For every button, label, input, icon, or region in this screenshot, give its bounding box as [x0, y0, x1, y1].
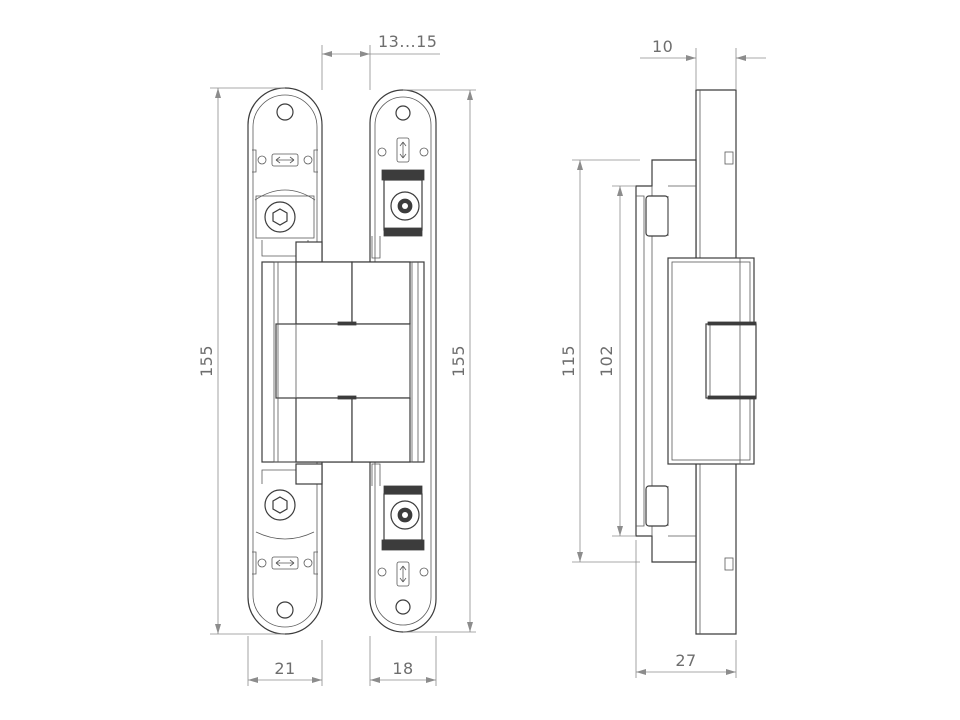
dim-gap-label: 13...15 [378, 32, 437, 51]
adjust-slot-icon [377, 137, 429, 163]
mounting-hole-icon [276, 103, 294, 121]
mounting-hole-icon [276, 601, 294, 619]
dim-height-left-label: 155 [197, 345, 216, 377]
dim-width-left-label: 21 [274, 659, 295, 678]
adjust-slot-icon [377, 561, 429, 587]
dimension-lines [210, 45, 766, 686]
dim-height-right-label: 155 [449, 345, 468, 377]
dim-width-right-label: 18 [392, 659, 413, 678]
mounting-hole-icon [395, 599, 411, 615]
left-hinge-plate [247, 87, 323, 635]
right-hinge-plate [369, 89, 437, 633]
hinge-side-view [635, 89, 757, 635]
dim-depth-top-label: 10 [652, 37, 673, 56]
dim-inner-length-label: 102 [597, 345, 616, 377]
dim-body-length-label: 115 [559, 345, 578, 377]
adjust-slot-icon [252, 149, 318, 173]
hex-screw-icon [254, 189, 316, 257]
hinge-body [261, 261, 425, 463]
dimension-labels: 13...15 10 155 155 115 102 21 18 27 [197, 32, 696, 678]
dim-depth-bottom-label: 27 [675, 651, 696, 670]
adjust-slot-icon [252, 551, 318, 575]
adjustment-cam-icon [371, 169, 425, 259]
mounting-hole-icon [395, 105, 411, 121]
adjustment-cam-icon [371, 463, 425, 551]
